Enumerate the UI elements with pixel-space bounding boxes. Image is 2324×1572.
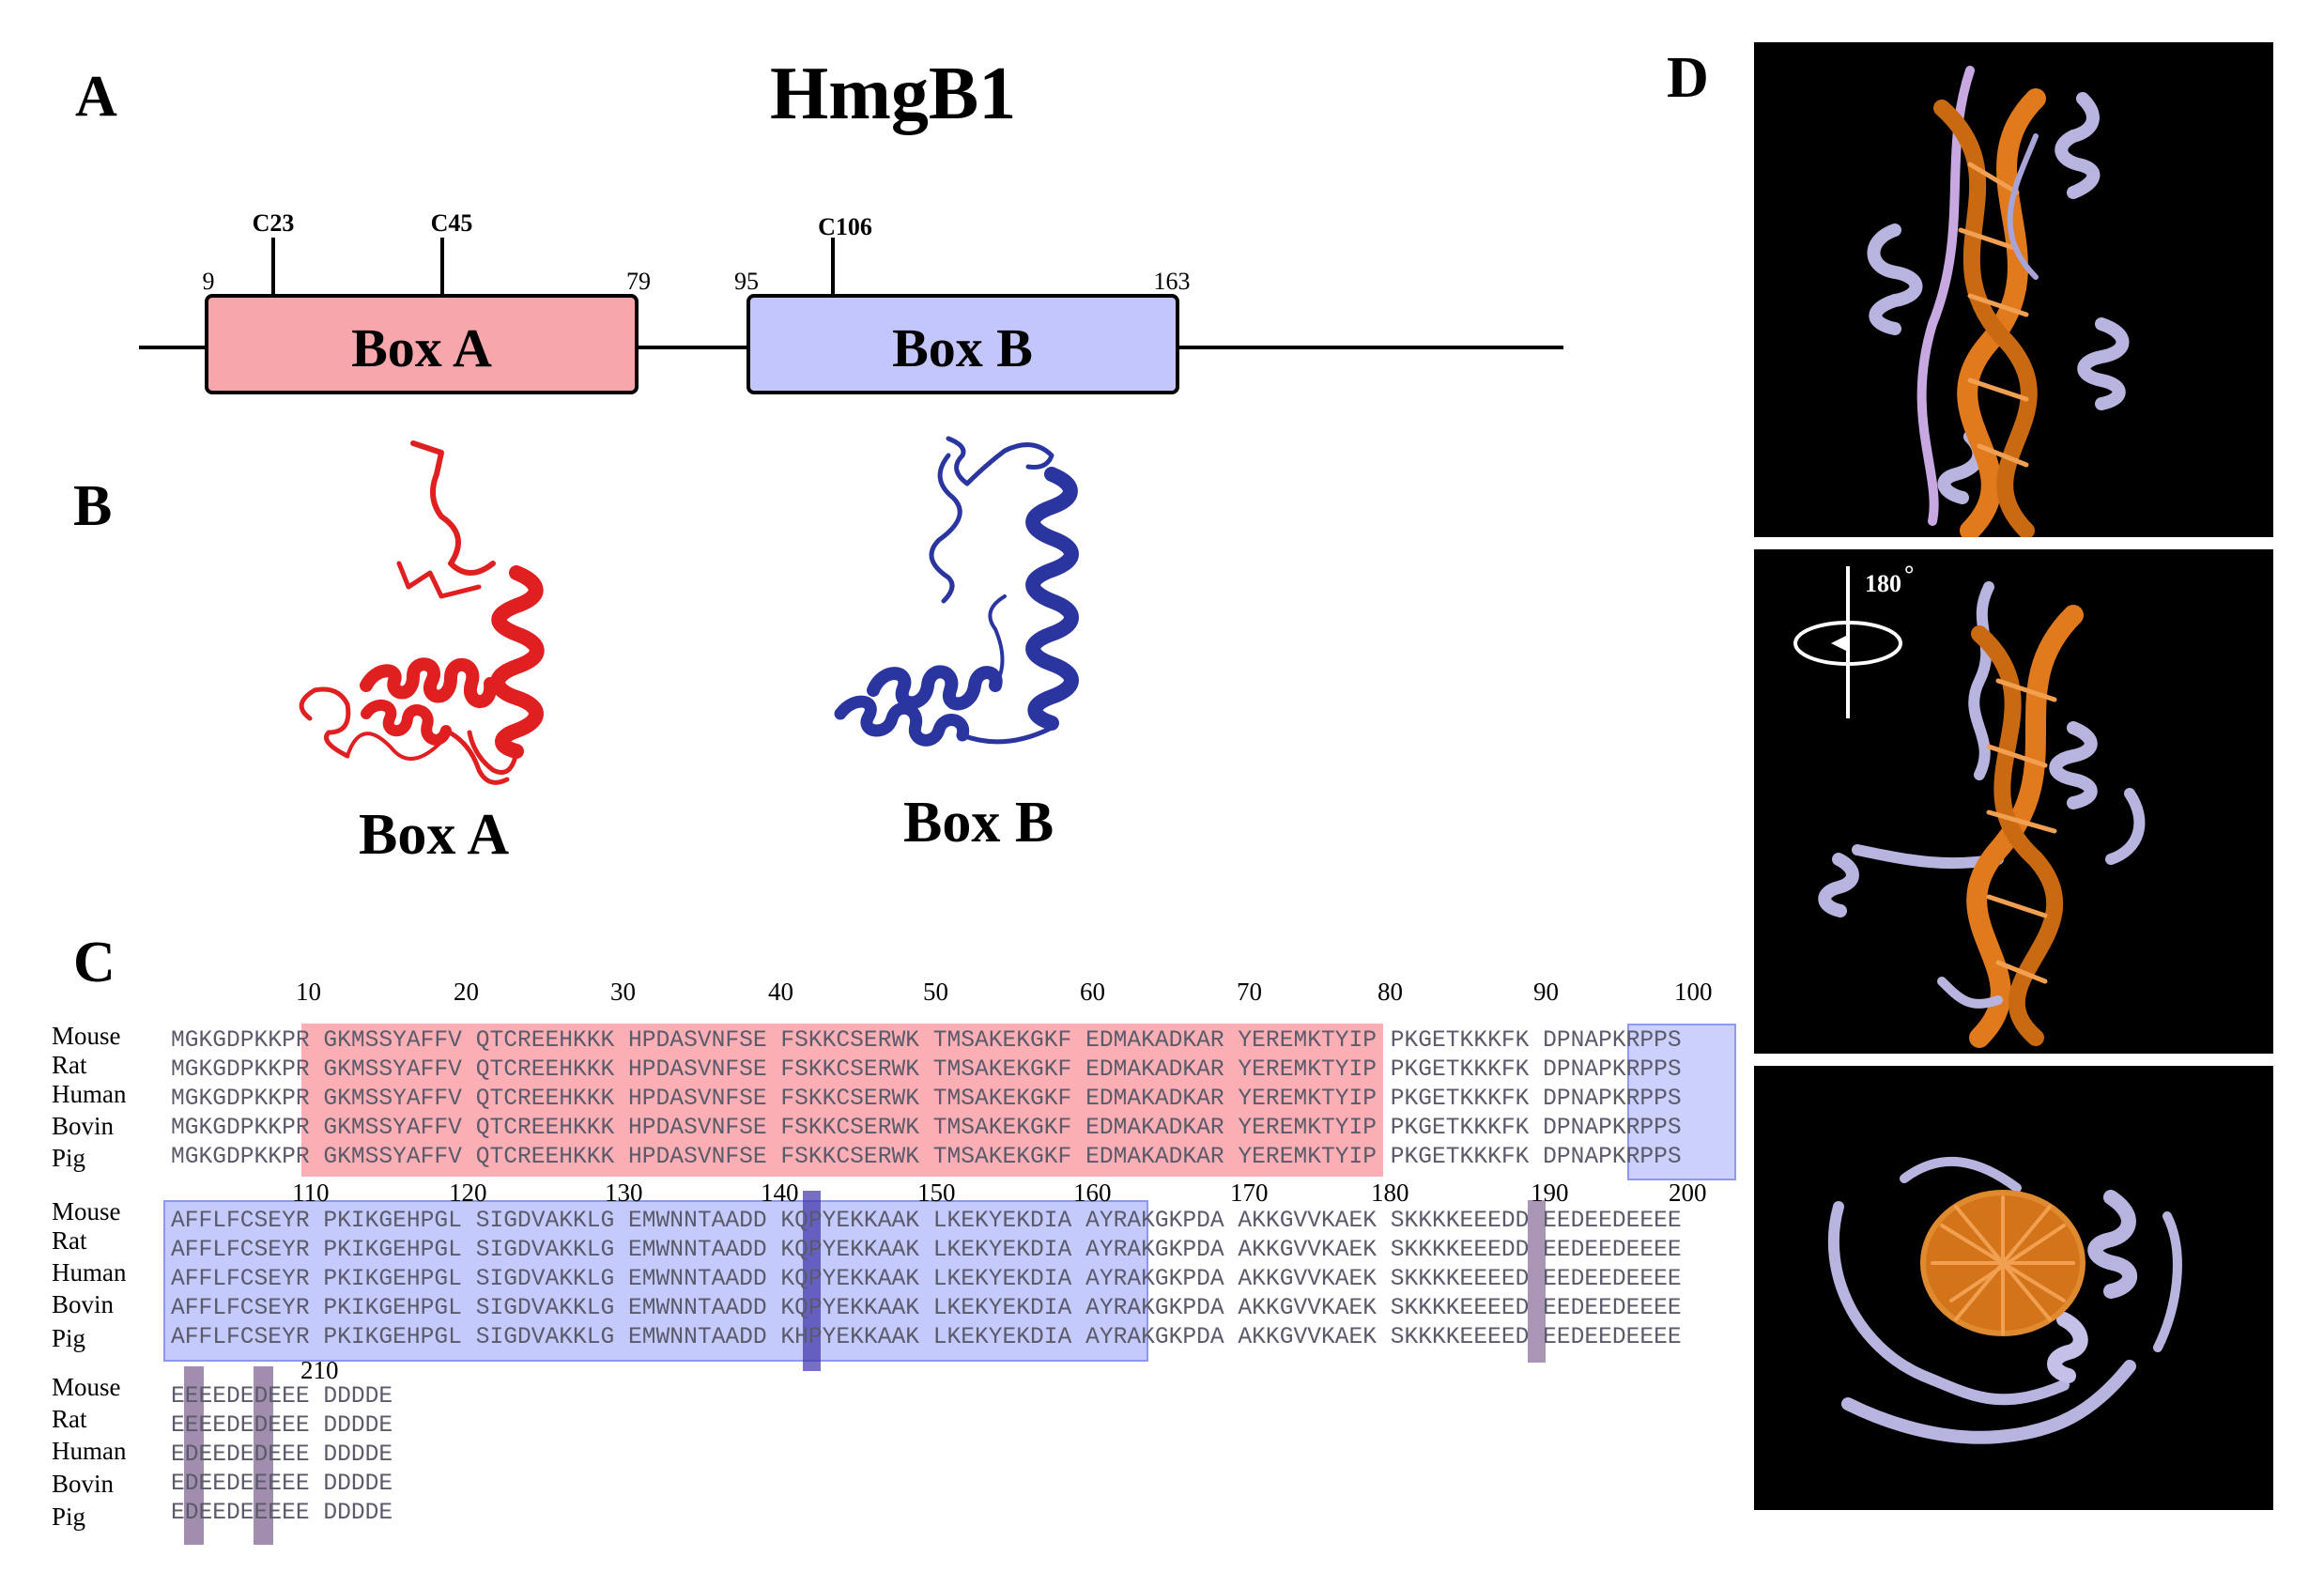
box-b-end-number: 163 (1154, 268, 1191, 295)
sequence-row: AFFLFCSEYR PKIKGEHPGL SIGDVAKKLG EMWNNTA… (171, 1296, 1682, 1321)
ruler-tick-150: 150 (917, 1179, 956, 1207)
variant-column-highlight-202 (184, 1366, 204, 1545)
box-a-structure-label: Box A (359, 803, 510, 867)
complex-view-top (1754, 1066, 2273, 1510)
panel-label-a: A (75, 65, 117, 129)
domain-diagram: Box A Box B 9 79 95 163 C23 C45 C106 (139, 209, 1563, 394)
ruler-tick-40: 40 (768, 978, 793, 1006)
box-b-ribbon-structure (834, 436, 1079, 747)
panel-label-b: B (73, 474, 113, 538)
ruler-tick-120: 120 (449, 1179, 487, 1207)
sequence-row: MGKGDPKKPR GKMSSYAFFV QTCREEHKKK HPDASVN… (171, 1028, 1682, 1054)
rotation-degree-symbol: ° (1904, 561, 1914, 588)
species-label: Mouse (52, 1373, 121, 1401)
ruler-tick-180: 180 (1371, 1179, 1409, 1207)
box-a-ribbon-structure (299, 440, 545, 785)
species-label: Bovin (52, 1470, 115, 1498)
species-label: Human (52, 1258, 127, 1287)
complex-view-front (1754, 42, 2273, 541)
ruler-tick-20: 20 (454, 978, 479, 1006)
ruler-tick-80: 80 (1377, 978, 1403, 1006)
box-b-domain-label: Box B (892, 317, 1033, 378)
species-label: Mouse (52, 1197, 121, 1225)
box-b-alignment-highlight-start (1627, 1024, 1736, 1180)
ruler-tick-110: 110 (292, 1179, 330, 1207)
sequence-row: MGKGDPKKPR GKMSSYAFFV QTCREEHKKK HPDASVN… (171, 1145, 1682, 1170)
ruler-tick-200: 200 (1669, 1179, 1707, 1207)
sequence-row: EDEEDEEEEE DDDDE (171, 1472, 393, 1497)
box-a-end-number: 79 (626, 268, 651, 295)
ruler-tick-160: 160 (1073, 1179, 1112, 1207)
ruler-tick-50: 50 (923, 978, 948, 1006)
ruler-tick-10: 10 (296, 978, 321, 1006)
sequence-row: AFFLFCSEYR PKIKGEHPGL SIGDVAKKLG EMWNNTA… (171, 1238, 1682, 1263)
sequence-row: MGKGDPKKPR GKMSSYAFFV QTCREEHKKK HPDASVN… (171, 1087, 1682, 1112)
rotation-label: 180 (1865, 570, 1901, 597)
ruler-tick-100: 100 (1674, 978, 1713, 1006)
species-label: Pig (52, 1503, 86, 1531)
sequence-row: AFFLFCSEYR PKIKGEHPGL SIGDVAKKLG EMWNNTA… (171, 1325, 1682, 1350)
ruler-tick-90: 90 (1533, 978, 1559, 1006)
box-b-structure-label: Box B (903, 791, 1054, 855)
box-b-alignment-highlight-main (163, 1200, 1148, 1362)
species-label: Bovin (52, 1290, 115, 1318)
c106-label: C106 (818, 213, 872, 240)
ruler-tick-70: 70 (1237, 978, 1262, 1006)
species-label: Bovin (52, 1112, 115, 1140)
ruler-tick-190: 190 (1531, 1179, 1569, 1207)
sequence-row: AFFLFCSEYR PKIKGEHPGL SIGDVAKKLG EMWNNTA… (171, 1267, 1682, 1292)
ruler-tick-60: 60 (1080, 978, 1105, 1006)
dna-protein-complex-render (1867, 66, 2130, 541)
dna-protein-complex-render: 180 ° (1793, 561, 2146, 1048)
variant-column-highlight-141 (803, 1191, 821, 1371)
ruler-tick-140: 140 (761, 1179, 799, 1207)
complex-view-rotated: 180 ° (1754, 549, 2273, 1054)
box-b-domain (746, 294, 1179, 394)
sequence-row: MGKGDPKKPR GKMSSYAFFV QTCREEHKKK HPDASVN… (171, 1116, 1682, 1141)
ruler-tick-130: 130 (605, 1179, 643, 1207)
rotation-180-icon (1793, 566, 1902, 718)
ruler-tick-30: 30 (610, 978, 636, 1006)
species-label: Human (52, 1437, 127, 1465)
sequence-row: EEEEDEDEEE DDDDE (171, 1413, 393, 1439)
box-b-start-number: 95 (734, 268, 759, 295)
panel-label-c: C (73, 931, 115, 994)
box-a-domain-label: Box A (351, 317, 492, 378)
variant-column-highlight-206 (254, 1366, 273, 1545)
figure-title: HmgB1 (770, 53, 1017, 135)
species-label: Pig (52, 1324, 86, 1352)
ruler-tick-210: 210 (300, 1356, 339, 1384)
species-label: Rat (52, 1051, 87, 1079)
variant-column-highlight-190 (1528, 1200, 1546, 1363)
sequence-row: MGKGDPKKPR GKMSSYAFFV QTCREEHKKK HPDASVN… (171, 1057, 1682, 1083)
c45-label: C45 (431, 209, 473, 237)
species-label: Rat (52, 1405, 87, 1433)
sequence-row: EDEEDEEEEE DDDDE (171, 1501, 393, 1526)
species-label: Human (52, 1080, 127, 1108)
c23-label: C23 (253, 209, 295, 237)
box-a-alignment-highlight (301, 1024, 1383, 1177)
panel-label-d: D (1667, 46, 1709, 110)
sequence-row: EDEEDEDEEE DDDDE (171, 1442, 393, 1468)
species-label: Pig (52, 1144, 86, 1172)
box-a-start-number: 9 (203, 268, 215, 295)
species-label: Rat (52, 1226, 87, 1255)
sequence-row: EEEEDEDEEE DDDDE (171, 1384, 393, 1410)
sequence-row: AFFLFCSEYR PKIKGEHPGL SIGDVAKKLG EMWNNTA… (171, 1209, 1682, 1234)
ruler-tick-170: 170 (1230, 1179, 1269, 1207)
dna-protein-complex-render (1827, 1156, 2182, 1444)
species-label: Mouse (52, 1022, 121, 1050)
box-a-domain (205, 294, 639, 394)
